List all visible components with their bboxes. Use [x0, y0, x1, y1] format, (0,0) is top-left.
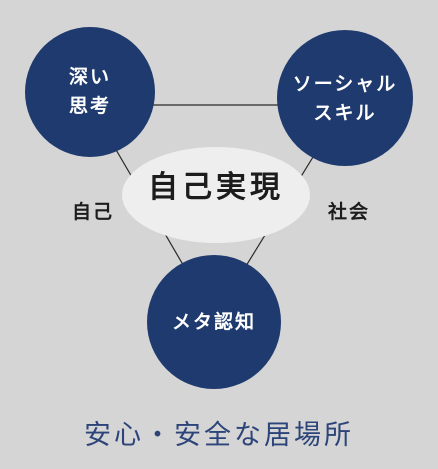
node-social-skill [277, 30, 413, 166]
center-ellipse [122, 147, 310, 243]
deep-thinking-line2: 思考 [68, 95, 111, 117]
meta-cognition-line1: メタ認知 [171, 311, 256, 333]
society-label: 社会 [328, 201, 371, 223]
node-deep-thinking [25, 27, 155, 157]
self-label: 自己 [72, 201, 115, 223]
social-skill-line1: ソーシャル [292, 73, 398, 95]
deep-thinking-line1: 深い [68, 66, 111, 88]
social-skill-label: ソーシャル スキル [282, 70, 408, 128]
safe-place-label: 安心・安全な居場所 [84, 420, 354, 451]
deep-thinking-label: 深い 思考 [40, 63, 140, 121]
node-meta-cognition [147, 255, 281, 389]
meta-cognition-label: メタ認知 [154, 308, 274, 337]
social-skill-line2: スキル [313, 102, 377, 124]
self-actualization-label: 自己実現 [148, 170, 284, 205]
